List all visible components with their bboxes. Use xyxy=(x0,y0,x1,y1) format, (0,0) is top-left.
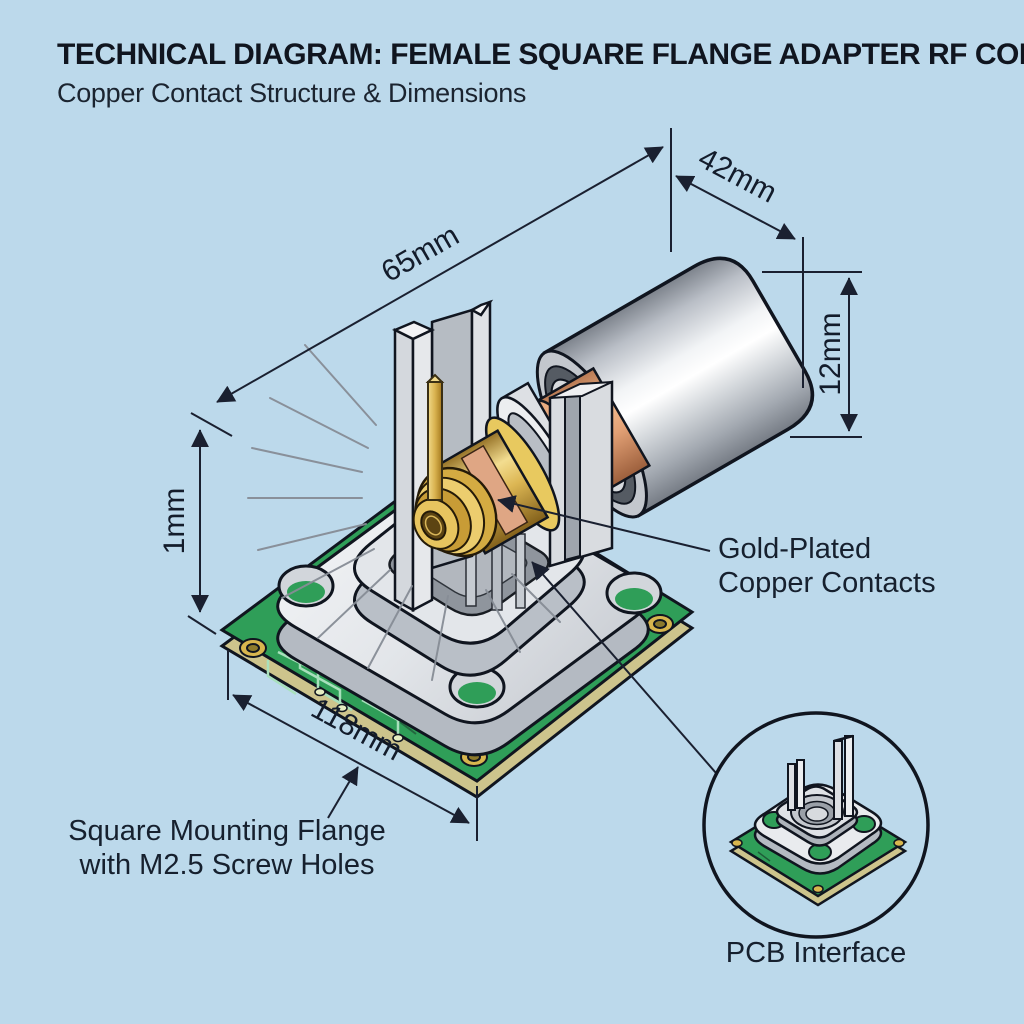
center-pin xyxy=(425,373,445,501)
sunburst-highlight-lines xyxy=(247,344,561,681)
leader-gold-contacts xyxy=(497,495,711,552)
dim-barrel-length-text: 42mm xyxy=(693,142,782,210)
dimension-flange-width xyxy=(227,650,478,841)
gold-thread-rings xyxy=(412,466,498,558)
dimension-annotations xyxy=(187,128,862,841)
dim-overall-length-text: 65mm xyxy=(376,219,465,289)
inset-prongs xyxy=(787,734,854,820)
prong-left-slab xyxy=(393,327,415,613)
dimension-overall-length xyxy=(190,128,672,437)
leader-lines xyxy=(327,495,717,819)
page-subtitle: Copper Contact Structure & Dimensions xyxy=(57,78,527,108)
gold-contacts-label: Gold-Plated Copper Contacts xyxy=(718,532,936,600)
page-title: TECHNICAL DIAGRAM: FEMALE SQUARE FLANGE … xyxy=(57,38,1024,71)
mounting-flange-label: Square Mounting Flange with M2.5 Screw H… xyxy=(37,814,417,882)
title-block: TECHNICAL DIAGRAM: FEMALE SQUARE FLANGE … xyxy=(57,38,1024,109)
dimension-barrel-length xyxy=(675,175,804,388)
dim-pcb-thickness-text: 1mm xyxy=(158,488,191,555)
dim-barrel-diameter-text: 12mm xyxy=(814,312,847,395)
dimension-barrel-diameter xyxy=(762,271,862,438)
inset-detail xyxy=(702,711,930,939)
pcb-interface-label: PCB Interface xyxy=(725,937,907,969)
mounting-flange-label-line1: Square Mounting Flange xyxy=(68,815,386,847)
right-prong-bracket xyxy=(548,380,614,568)
leader-flange-label xyxy=(327,766,359,819)
right-prong-channel xyxy=(564,389,581,562)
mounting-flange-label-line2: with M2.5 Screw Holes xyxy=(79,849,375,882)
inset-pads xyxy=(731,838,905,894)
dimension-pcb-thickness xyxy=(187,429,217,635)
leader-pcb-inset xyxy=(531,561,717,774)
gold-contacts-label-line2: Copper Contacts xyxy=(718,567,936,600)
gold-contacts-label-line1: Gold-Plated xyxy=(718,533,872,565)
